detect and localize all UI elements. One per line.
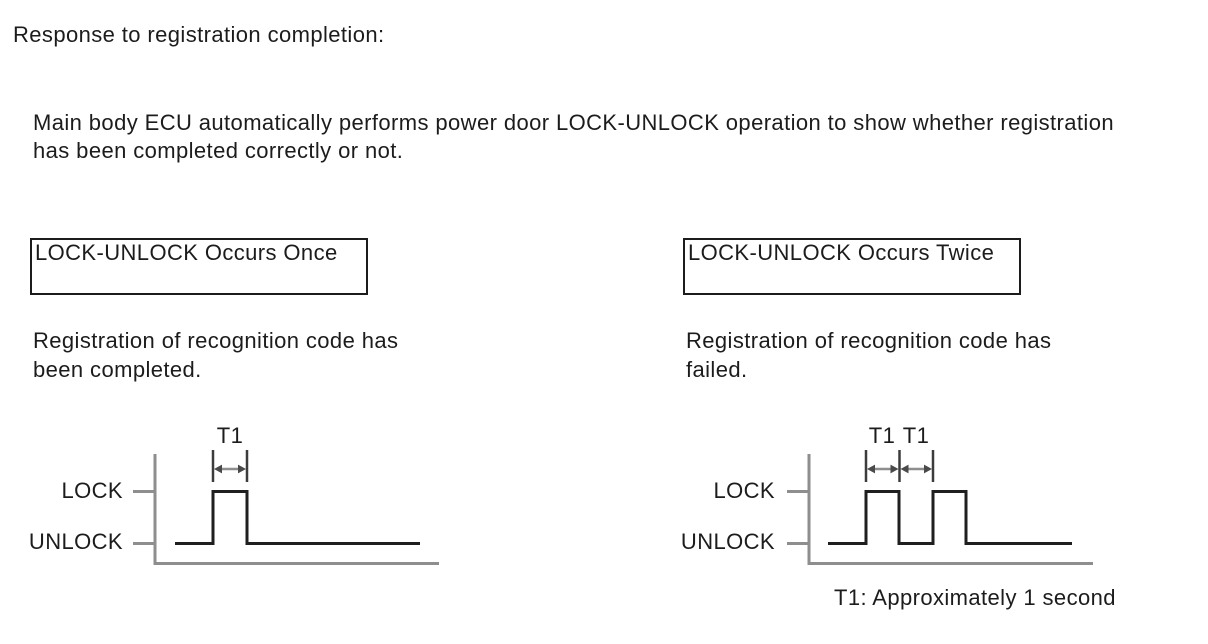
t1-arrowhead-left-icon xyxy=(867,464,875,474)
waveform-diagram-twice: T1 T1 LOCK UNLOCK xyxy=(681,423,1093,565)
waveform-diagram-once: T1 LOCK UNLOCK xyxy=(30,423,439,565)
t1-interval-label-first: T1 xyxy=(869,423,895,448)
t1-arrowhead-right-icon xyxy=(890,464,899,474)
caption-registration-completed: Registration of recognition code has bee… xyxy=(33,328,399,382)
lock-level-label: LOCK xyxy=(61,478,123,503)
t1-arrowhead-left-icon xyxy=(900,464,909,474)
result-box-once-label: LOCK-UNLOCK Occurs Once xyxy=(35,240,338,265)
caption-registration-failed: Registration of recognition code has fai… xyxy=(686,328,1052,382)
signal-trace-once xyxy=(175,490,420,545)
result-box-once: LOCK-UNLOCK Occurs Once xyxy=(30,238,368,295)
lock-level-label: LOCK xyxy=(713,478,775,503)
result-box-twice: LOCK-UNLOCK Occurs Twice xyxy=(683,238,1021,295)
result-box-twice-label: LOCK-UNLOCK Occurs Twice xyxy=(688,240,995,265)
t1-interval-label: T1 xyxy=(217,423,243,448)
description-text: Main body ECU automatically performs pow… xyxy=(33,110,1114,163)
t1-footnote: T1: Approximately 1 second xyxy=(834,585,1116,610)
t1-arrowhead-right-icon xyxy=(238,464,246,474)
t1-interval-label-second: T1 xyxy=(903,423,929,448)
unlock-level-label: UNLOCK xyxy=(681,529,775,554)
page-heading: Response to registration completion: xyxy=(13,22,385,47)
t1-arrowhead-right-icon xyxy=(924,464,932,474)
unlock-level-label: UNLOCK xyxy=(30,529,123,554)
signal-trace-twice xyxy=(828,490,1072,545)
t1-arrowhead-left-icon xyxy=(214,464,222,474)
